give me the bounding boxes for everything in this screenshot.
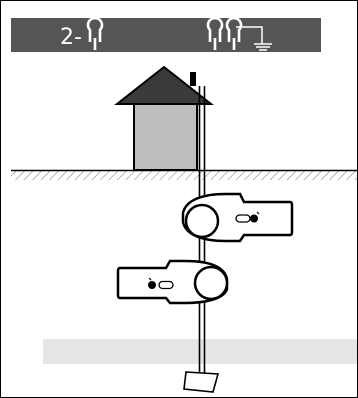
house-roof	[114, 65, 214, 105]
clamp-meter-lower	[116, 259, 229, 305]
clamp-probe-icon	[86, 16, 104, 50]
clamp-meter-upper	[181, 192, 294, 243]
house	[114, 65, 214, 171]
chimney	[190, 72, 196, 86]
clamp-indicator-icon	[235, 211, 260, 223]
header-label: 2-	[60, 25, 82, 50]
header-bar	[11, 18, 321, 52]
clamp-indicator-icon	[148, 277, 174, 290]
ground-electrode-plate	[183, 371, 220, 393]
double-clamp-probe-icon	[206, 16, 243, 50]
soil-hatching	[11, 171, 357, 180]
earth-ground-icon	[236, 26, 272, 51]
house-wall	[133, 103, 198, 171]
